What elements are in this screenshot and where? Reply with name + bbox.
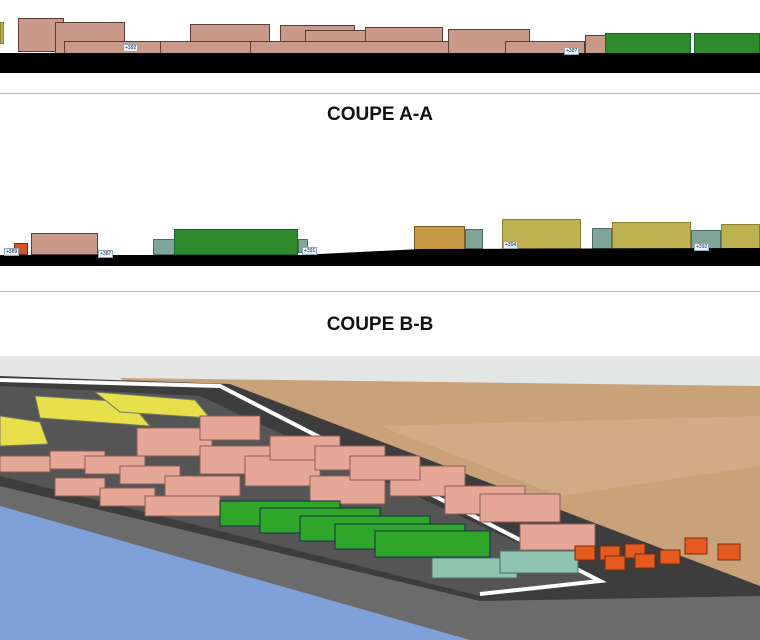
building [414, 226, 465, 250]
section-title: COUPE B-B [326, 314, 434, 335]
3d-site-view [0, 356, 760, 640]
level-label: +387 [98, 250, 114, 258]
building [585, 35, 607, 54]
level-label: +392 [694, 243, 710, 251]
building [612, 222, 691, 249]
building [31, 233, 98, 255]
level-label: +387 [564, 47, 580, 55]
building [0, 22, 4, 44]
building [174, 229, 298, 255]
red-blocks [574, 537, 741, 571]
building [605, 33, 691, 54]
level-label: +391 [302, 247, 318, 255]
divider [0, 291, 760, 292]
teal-blocks [431, 550, 579, 579]
housing-blocks [0, 415, 596, 551]
green-blocks [219, 500, 491, 558]
section-title: COUPE A-A [327, 104, 433, 125]
level-label: +394 [503, 241, 519, 249]
divider [0, 93, 760, 94]
level-label: +389 [4, 248, 20, 256]
yellow-blocks [0, 391, 212, 447]
water [0, 506, 470, 640]
ground-section [0, 248, 760, 266]
ground-section [0, 53, 760, 73]
building [465, 229, 483, 249]
level-label: +392 [123, 44, 139, 52]
building [694, 33, 760, 54]
